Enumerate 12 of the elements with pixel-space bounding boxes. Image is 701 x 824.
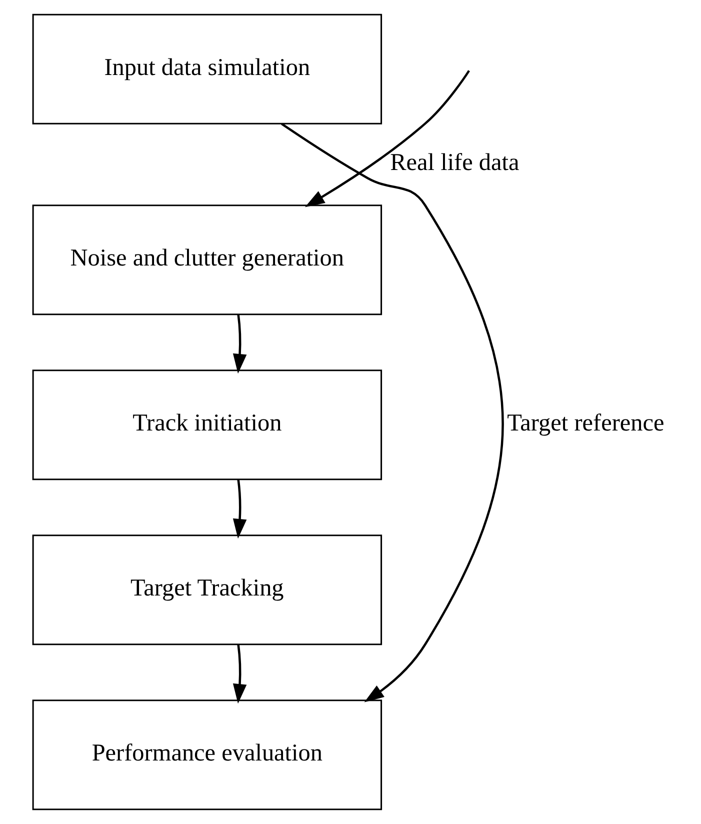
node-box: Target Tracking (32, 534, 382, 646)
arrow (280, 122, 504, 702)
edge-label: Target reference (506, 410, 664, 437)
arrow (232, 644, 246, 704)
node-box: Noise and clutter generation (32, 204, 382, 316)
arrow (232, 314, 246, 374)
edge-label: Real life data (390, 149, 519, 176)
arrow (232, 479, 246, 539)
node-box: Input data simulation (32, 14, 382, 124)
node-box: Track initiation (32, 370, 382, 480)
arrow (304, 70, 470, 208)
node-box: Performance evaluation (32, 700, 382, 810)
